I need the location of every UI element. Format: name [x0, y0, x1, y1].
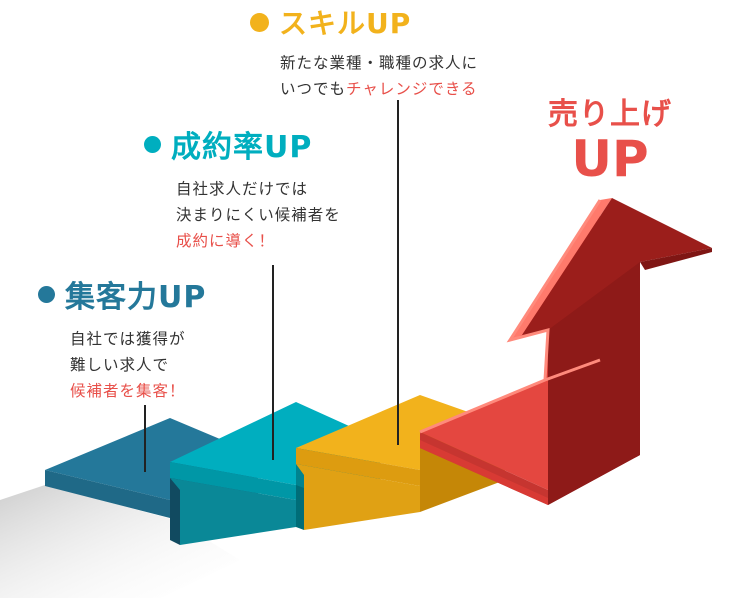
step-2-line-2: 決まりにくい候補者を	[176, 206, 341, 224]
result-label: 売り上げ UP	[530, 97, 690, 188]
step-3-heading: スキルUP	[250, 2, 478, 42]
step-1-description: 自社では獲得が 難しい求人で 候補者を集客！	[70, 326, 206, 404]
step-3-line-1: 新たな業種・職種の求人に	[280, 54, 479, 72]
step-2-highlight: 成約に導く！	[176, 232, 276, 250]
step-1-heading: 集客力UP	[38, 272, 206, 316]
step-1-line-1: 自社では獲得が	[70, 330, 186, 348]
step-3-highlight: チャレンジできる	[346, 80, 478, 98]
step-1-line-2: 難しい求人で	[70, 356, 170, 374]
step-3-title: スキルUP	[279, 7, 412, 40]
step-3-line-2-prefix: いつでも	[280, 80, 347, 98]
step-3-block: スキルUP 新たな業種・職種の求人に いつでもチャレンジできる	[250, 2, 478, 102]
step-3-description: 新たな業種・職種の求人に いつでもチャレンジできる	[280, 50, 478, 102]
step-1-block: 集客力UP 自社では獲得が 難しい求人で 候補者を集客！	[38, 272, 206, 404]
result-line-1: 売り上げ	[548, 97, 672, 132]
step-2-dot-icon	[144, 135, 161, 153]
step-2-title: 成約率UP	[171, 130, 313, 165]
step-2-block: 成約率UP 自社求人だけでは 決まりにくい候補者を 成約に導く！	[144, 122, 341, 254]
step-2-heading: 成約率UP	[144, 122, 341, 166]
growth-arrow	[419, 198, 712, 505]
step-1-dot-icon	[38, 285, 55, 303]
step-1-highlight: 候補者を集客！	[70, 382, 186, 400]
step-3-line-2: いつでもチャレンジできる	[280, 76, 478, 102]
result-line-2: UP	[571, 130, 649, 188]
step-2-line-1: 自社求人だけでは	[176, 180, 309, 198]
step-3-dot-icon	[250, 12, 269, 32]
ground-shadow	[0, 485, 240, 598]
step-2-description: 自社求人だけでは 決まりにくい候補者を 成約に導く！	[176, 176, 341, 254]
step-1-title: 集客力UP	[65, 280, 207, 315]
